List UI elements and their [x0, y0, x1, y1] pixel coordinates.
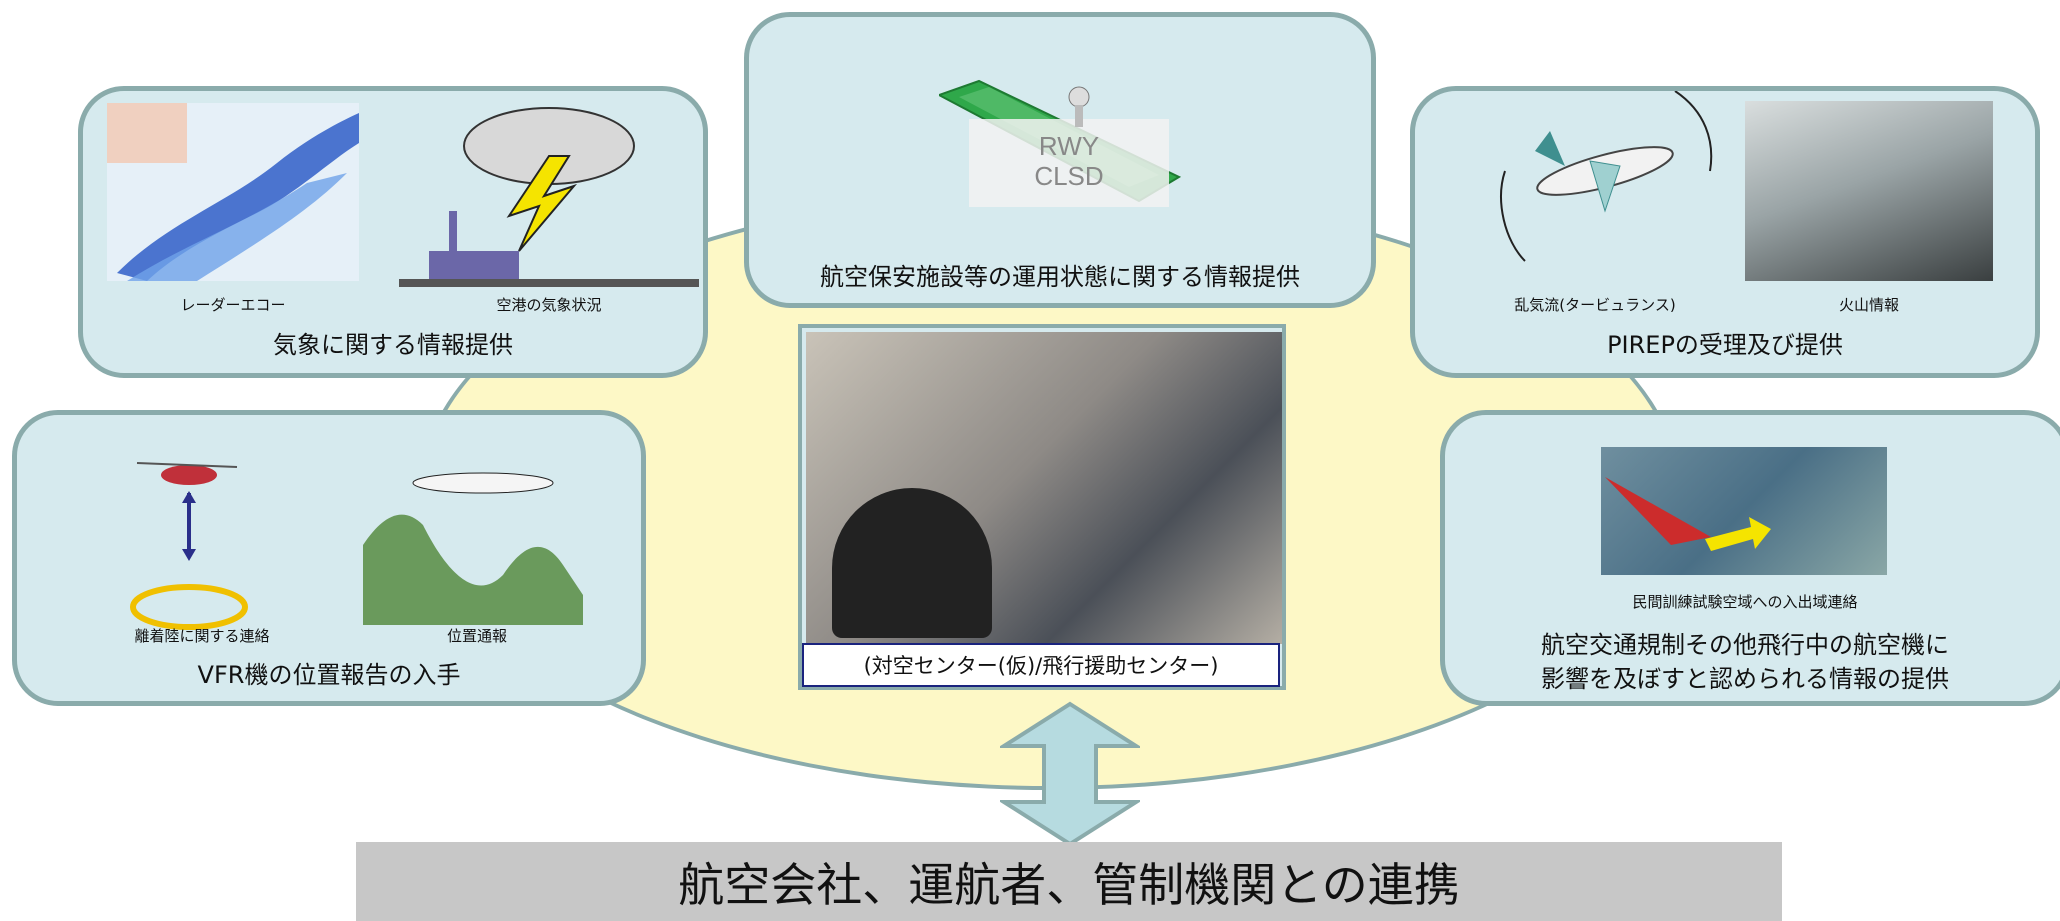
pirep-title: PIREPの受理及び提供 [1607, 331, 1843, 359]
helicopter-landing-image [130, 462, 248, 630]
clsd-text: CLSD [1034, 161, 1103, 191]
airport-weather-image [399, 107, 699, 287]
rwy-text: RWY [1039, 131, 1099, 161]
vfr-title: VFR機の位置報告の入手 [197, 661, 461, 689]
airspace-entry-arrow [1605, 477, 1771, 551]
restriction-info-box: 民間訓練試験空域への入出域連絡 航空交通規制その他飛行中の航空機に 影響を及ぼす… [1440, 410, 2060, 706]
operator-silhouette [832, 488, 992, 638]
radar-echo-caption: レーダーエコー [180, 296, 286, 314]
coordination-banner: 航空会社、運航者、管制機関との連携 [356, 842, 1782, 921]
center-label: (対空センター(仮)/飛行援助センター) [802, 643, 1280, 687]
volcano-caption: 火山情報 [1838, 296, 1899, 314]
weather-box: レーダーエコー 空港の気象状況 気象に関する情報提供 [78, 86, 708, 378]
radar-echo-image [107, 103, 359, 281]
operation-status-box: RWY CLSD 航空保安施設等の運用状態に関する情報提供 [744, 12, 1376, 308]
vfr-box: 離着陸に関する連絡 位置通報 VFR機の位置報告の入手 [12, 410, 646, 706]
turbulence-image [1500, 91, 1713, 262]
turbulence-caption: 乱気流(タービュランス) [1514, 296, 1676, 314]
restriction-title-line1: 航空交通規制その他飛行中の航空機に [1541, 631, 1949, 659]
weather-title: 気象に関する情報提供 [273, 331, 513, 359]
restriction-title-line2: 影響を及ぼすと認められる情報の提供 [1541, 665, 1949, 693]
coordination-double-arrow [1000, 701, 1140, 847]
runway-closed-image: RWY CLSD [939, 79, 1182, 207]
training-airspace-caption: 民間訓練試験空域への入出域連絡 [1632, 593, 1858, 611]
position-caption: 位置通報 [446, 627, 507, 645]
volcano-image [1745, 101, 1993, 281]
operation-status-title: 航空保安施設等の運用状態に関する情報提供 [820, 263, 1300, 291]
airport-weather-caption: 空港の気象状況 [496, 296, 602, 314]
position-report-image [363, 472, 583, 625]
landing-caption: 離着陸に関する連絡 [134, 627, 270, 645]
pirep-box: 乱気流(タービュランス) 火山情報 PIREPの受理及び提供 [1410, 86, 2040, 378]
center-photo-frame [798, 324, 1286, 690]
